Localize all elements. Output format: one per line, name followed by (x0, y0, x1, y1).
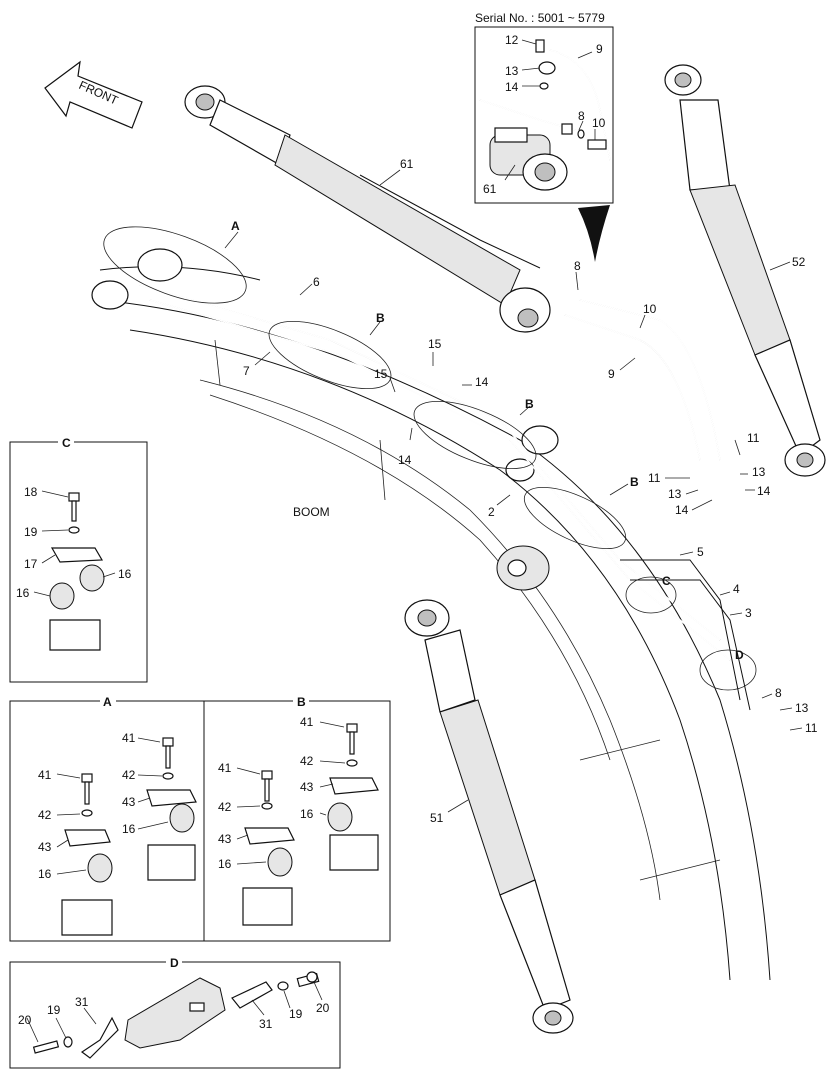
callout-52: 52 (792, 255, 806, 269)
main-callouts: 6 7 15 15 14 14 8 10 9 11 11 13 13 14 14… (243, 259, 818, 735)
detail-b-41: 41 (218, 761, 232, 775)
detail-a-41: 41 (122, 731, 136, 745)
serial-inset: Serial No. : 5001 ~ 5779 12 9 13 14 8 10… (474, 11, 614, 204)
detail-b-42: 42 (218, 800, 232, 814)
callout-6: 6 (313, 275, 320, 289)
callout-14: 14 (675, 503, 689, 517)
callout-10: 10 (643, 302, 657, 316)
detail-c-17: 17 (24, 557, 38, 571)
callout-9: 9 (596, 42, 603, 56)
serial-label: Serial No. : 5001 ~ 5779 (475, 11, 605, 25)
callout-13: 13 (752, 465, 766, 479)
callout-14: 14 (757, 484, 771, 498)
detail-a-41: 41 (38, 768, 52, 782)
boom-label: BOOM (293, 505, 330, 519)
callout-8: 8 (775, 686, 782, 700)
detail-c-16: 16 (118, 567, 132, 581)
pointer-swoosh (578, 205, 610, 262)
callout-13: 13 (795, 701, 809, 715)
detail-c-16: 16 (16, 586, 30, 600)
marker-B: B (630, 475, 639, 489)
marker-B: B (376, 311, 385, 325)
detail-b-41: 41 (300, 715, 314, 729)
callout-11: 11 (805, 721, 818, 735)
marker-A: A (231, 219, 240, 233)
detail-a-title: A (103, 695, 112, 709)
callout-11: 11 (747, 431, 760, 445)
callout-14: 14 (398, 453, 412, 467)
detail-d: D 20 19 31 31 19 20 (9, 956, 341, 1069)
callout-15: 15 (374, 367, 388, 381)
detail-d-31: 31 (259, 1017, 273, 1031)
callout-4: 4 (733, 582, 740, 596)
callout-5: 5 (697, 545, 704, 559)
detail-ab: A B 41 42 43 16 41 42 43 16 (9, 695, 391, 942)
callout-14: 14 (475, 375, 489, 389)
marker-D: D (735, 648, 744, 662)
detail-c-18: 18 (24, 485, 38, 499)
detail-c: C 18 19 17 16 16 (9, 436, 148, 683)
detail-c-title: C (62, 436, 71, 450)
detail-a-43: 43 (122, 795, 136, 809)
callout-8: 8 (578, 109, 585, 123)
callout-13: 13 (668, 487, 682, 501)
callout-13: 13 (505, 64, 519, 78)
boom-cylinder-61: 61 (184, 85, 551, 333)
marker-C: C (662, 574, 671, 588)
detail-d-31: 31 (75, 995, 89, 1009)
detail-a-43: 43 (38, 840, 52, 854)
callout-14: 14 (505, 80, 519, 94)
callout-2: 2 (488, 505, 495, 519)
detail-b-16: 16 (300, 807, 314, 821)
detail-a-42: 42 (122, 768, 136, 782)
marker-B: B (525, 397, 534, 411)
detail-d-19: 19 (47, 1003, 61, 1017)
callout-15: 15 (428, 337, 442, 351)
detail-b-43: 43 (218, 832, 232, 846)
pipe-lines (139, 284, 751, 711)
callout-7: 7 (243, 364, 250, 378)
front-arrow: FRONT (44, 60, 143, 129)
callout-12: 12 (505, 33, 519, 47)
detail-b-42: 42 (300, 754, 314, 768)
callout-9: 9 (608, 367, 615, 381)
callout-61: 61 (400, 157, 414, 171)
callout-11: 11 (648, 471, 661, 485)
boom-cylinder-51: 51 (404, 599, 574, 1034)
detail-c-19: 19 (24, 525, 38, 539)
detail-b-43: 43 (300, 780, 314, 794)
detail-a-16: 16 (38, 867, 52, 881)
detail-a-42: 42 (38, 808, 52, 822)
detail-a-16: 16 (122, 822, 136, 836)
arm-cylinder-52: 52 (664, 64, 826, 477)
callout-8: 8 (574, 259, 581, 273)
callout-51: 51 (430, 811, 444, 825)
callout-10: 10 (592, 116, 606, 130)
detail-b-title: B (297, 695, 306, 709)
detail-d-20: 20 (316, 1001, 330, 1015)
detail-d-19: 19 (289, 1007, 303, 1021)
detail-b-16: 16 (218, 857, 232, 871)
detail-d-20: 20 (18, 1013, 32, 1027)
callout-3: 3 (745, 606, 752, 620)
callout-61: 61 (483, 182, 497, 196)
detail-d-title: D (170, 956, 179, 970)
